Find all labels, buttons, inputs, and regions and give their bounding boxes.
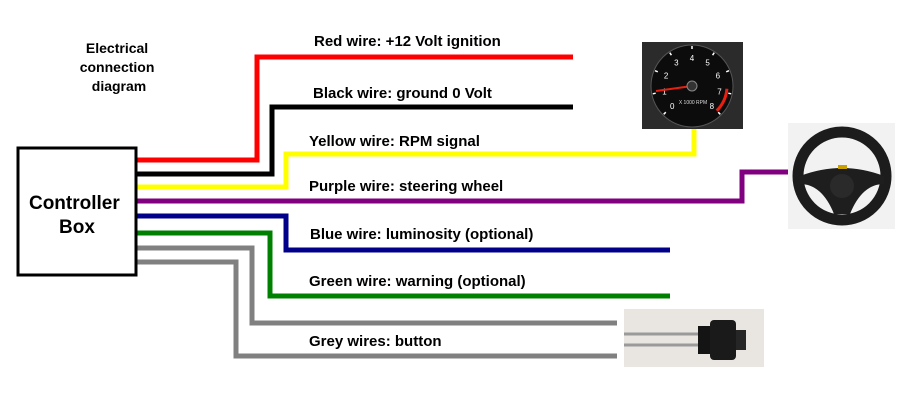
steering-wheel-image — [788, 123, 895, 229]
push-button-image — [624, 309, 764, 367]
green-wire-label: Green wire: warning (optional) — [309, 273, 526, 290]
tachometer-tick-mark — [654, 70, 659, 73]
steering-wheel-rim — [792, 126, 892, 226]
tachometer-tick-mark — [663, 111, 667, 115]
tachometer-tick-mark — [725, 70, 730, 73]
tachometer-unit: X 1000 RPM — [679, 100, 707, 106]
purple-wire-label: Purple wire: steering wheel — [309, 178, 503, 195]
tachometer-hub — [686, 80, 698, 92]
tachometer-tick-mark — [728, 92, 732, 95]
tachometer-redline — [715, 88, 729, 112]
tachometer-tick-label: 8 — [710, 102, 715, 111]
steering-wheel-hub — [830, 174, 854, 198]
heading-line-3: diagram — [92, 78, 146, 94]
push-button-nut — [698, 326, 710, 354]
tachometer-tick-mark — [711, 52, 715, 56]
heading-line-2: connection — [80, 59, 155, 75]
blue-wire-label: Blue wire: luminosity (optional) — [310, 226, 533, 243]
yellow-wire-label: Yellow wire: RPM signal — [309, 133, 480, 150]
wires — [136, 54, 790, 359]
blue-wire — [136, 213, 670, 253]
red-wire-label: Red wire: +12 Volt ignition — [314, 33, 501, 50]
tachometer-tick-label: 1 — [662, 88, 667, 97]
tachometer-ticks: 01 23 4 56 78 — [652, 46, 732, 115]
steering-wheel-logo — [838, 165, 847, 169]
tachometer-tick-label: 5 — [705, 59, 710, 68]
controller-box-line-2: Box — [59, 217, 95, 238]
tachometer-tick-mark — [652, 92, 656, 95]
tachometer-tick-label: 3 — [674, 59, 679, 68]
grey-wire-1 — [136, 245, 617, 326]
red-wire — [136, 54, 573, 163]
diagram-heading: Electrical connection diagram — [80, 40, 159, 94]
tachometer-tick-label: 7 — [717, 88, 722, 97]
black-wire — [136, 104, 573, 177]
yellow-wire — [136, 129, 697, 190]
grey-wire-2 — [136, 259, 617, 359]
controller-box-line-1: Controller — [29, 193, 120, 214]
push-button-body — [710, 320, 736, 360]
tachometer-tick-mark — [669, 52, 673, 56]
heading-line-1: Electrical — [86, 40, 148, 56]
push-button-cap — [736, 330, 746, 350]
tachometer-tick-label: 2 — [664, 71, 669, 80]
tachometer-tick-label: 0 — [670, 102, 675, 111]
tachometer-image: 01 23 4 56 78 X 1000 RPM — [642, 42, 743, 129]
black-wire-label: Black wire: ground 0 Volt — [313, 85, 492, 102]
tachometer-tick-label: 4 — [690, 54, 695, 63]
controller-box-label: Controller Box — [29, 193, 125, 238]
tachometer-tick-label: 6 — [716, 71, 721, 80]
controller-box — [16, 146, 138, 277]
green-wire — [136, 230, 670, 299]
tachometer-tick-mark — [717, 111, 721, 115]
tachometer-needle — [655, 85, 693, 92]
purple-wire — [136, 169, 790, 204]
grey-wire-label: Grey wires: button — [309, 333, 442, 350]
